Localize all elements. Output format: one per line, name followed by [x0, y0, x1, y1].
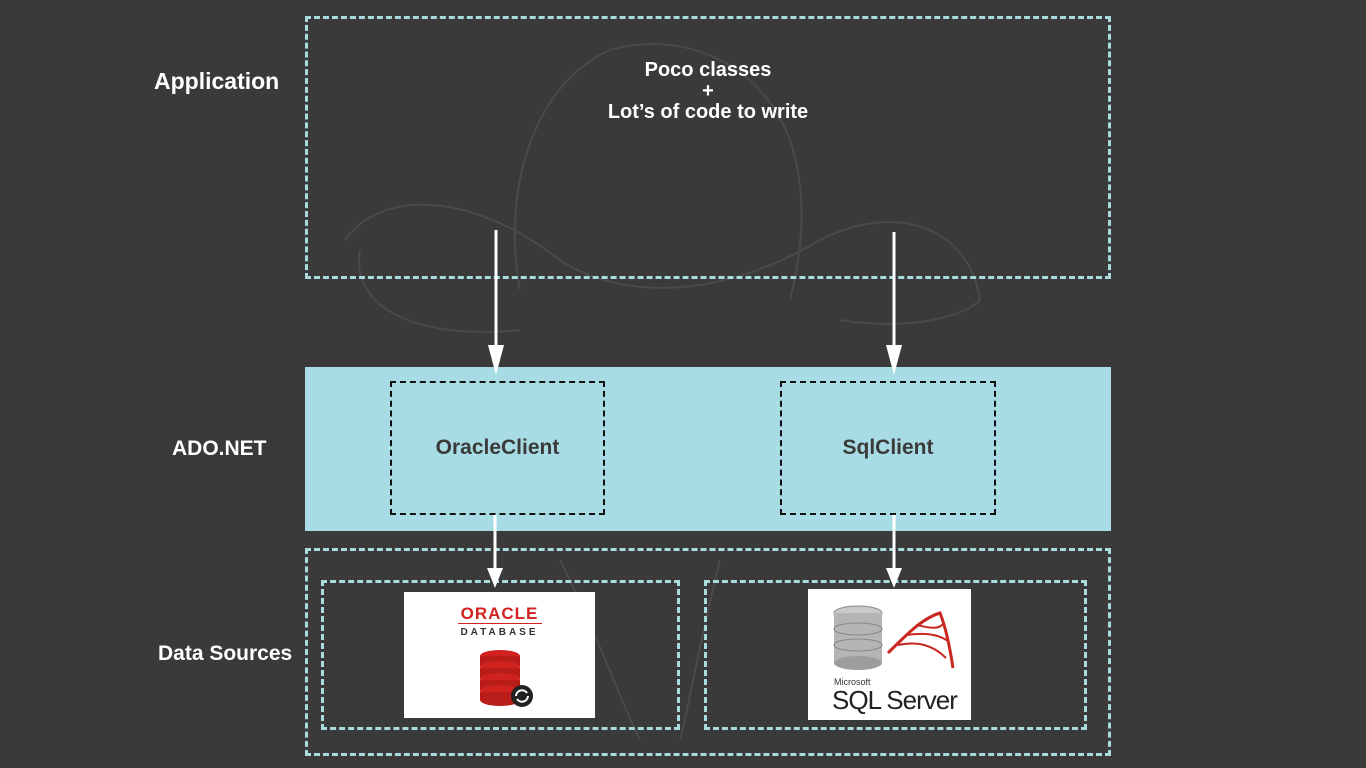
sql-client-label: SqlClient [842, 436, 934, 459]
sql-vendor-text: Microsoft [834, 677, 871, 687]
oracle-source-box [321, 580, 680, 730]
ado-net-layer-label: ADO.NET [172, 437, 267, 460]
oracle-client-label: OracleClient [435, 436, 560, 459]
application-layer-label: Application [154, 68, 280, 94]
application-line-2: + [702, 80, 714, 102]
arrow-head [488, 345, 504, 375]
arrow-head [886, 345, 902, 375]
data-sources-box [305, 548, 1111, 756]
application-description: Poco classes + Lot’s of code to write [305, 60, 1111, 123]
sql-server-logo: Microsoft SQL Server [808, 589, 971, 720]
oracle-client-box: OracleClient [390, 381, 605, 515]
database-sync-icon [480, 650, 533, 707]
application-line-1: Poco classes [644, 59, 772, 81]
oracle-brand-text: ORACLE [460, 604, 539, 623]
oracle-rule [458, 623, 542, 624]
oracle-sub-text: DATABASE [460, 627, 539, 638]
data-sources-layer-label: Data Sources [158, 642, 293, 665]
arrow-head [886, 568, 902, 588]
application-line-3: Lot’s of code to write [607, 101, 809, 123]
sql-client-box: SqlClient [780, 381, 996, 515]
arrow-head [487, 568, 503, 588]
ado-net-band [305, 367, 1111, 531]
oracle-database-logo: ORACLE DATABASE [404, 592, 595, 718]
sql-product-text: SQL Server [832, 685, 958, 715]
application-box [305, 16, 1111, 279]
sql-server-database-icon [833, 605, 955, 670]
